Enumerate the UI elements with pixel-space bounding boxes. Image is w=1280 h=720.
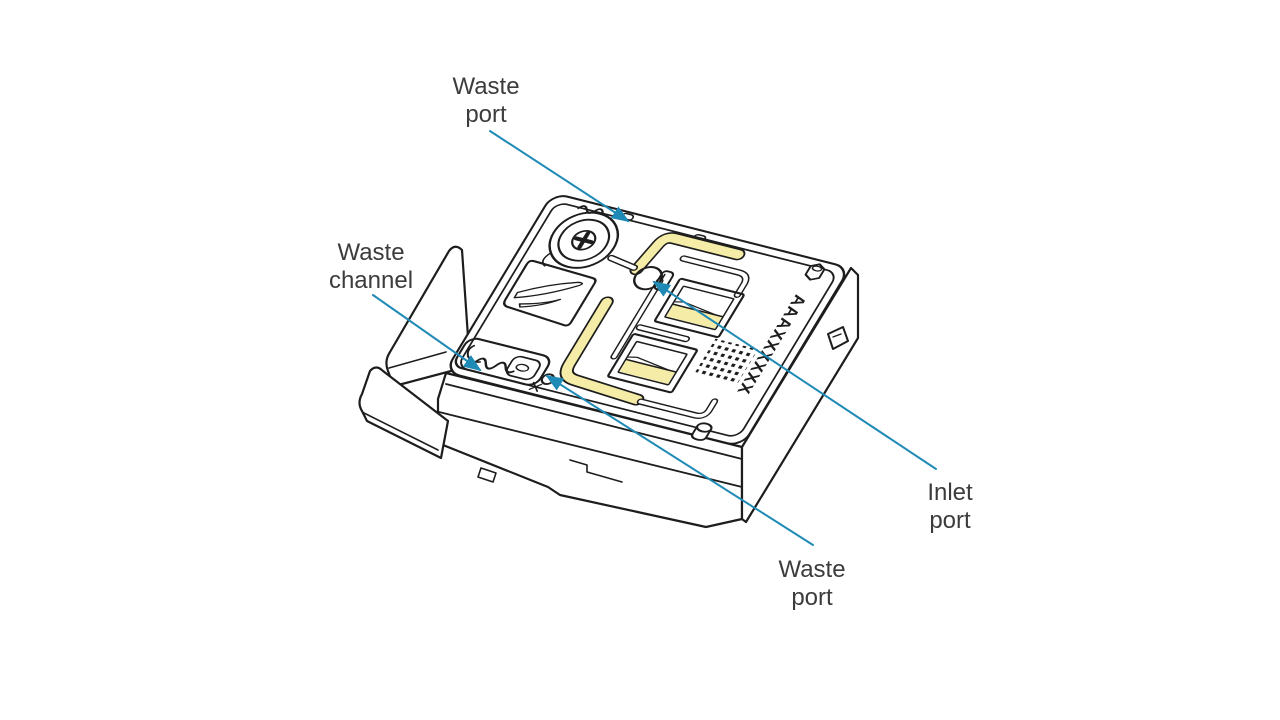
leader-waste-channel [372,294,482,372]
side-clip [827,326,849,350]
window-2 [607,333,698,394]
callout-line: channel [328,267,414,294]
window-1 [653,277,745,338]
hex-nut [804,263,826,281]
leader-waste-port-bottom [545,374,814,546]
leader-inlet-port [652,280,937,470]
datamatrix-code [693,338,759,386]
callout-inlet-port: Inlet port [860,479,1040,535]
callout-line: port [791,584,833,611]
asterisk-mark-icon [528,381,543,392]
callout-line: Waste [778,556,846,583]
callout-line: Waste [452,73,520,100]
callout-waste-channel: Waste channel [281,239,461,295]
callout-waste-port-top: Waste port [396,73,576,129]
label-tray [503,259,597,327]
base-tab [477,467,497,483]
leader-waste-port-top [489,130,630,223]
serpentine-channel [474,357,515,374]
callout-line: port [465,101,507,128]
callout-line: Inlet [927,479,973,506]
left-slab-lower [358,366,450,460]
callout-waste-port-bottom: Waste port [722,556,902,612]
callout-line: port [929,507,971,534]
screw-port [541,211,620,269]
screw-cross-icon [573,231,594,249]
face-rim [460,203,835,437]
waste-channel-upper [629,232,746,276]
waste-channel-lower [559,296,645,406]
right-wall [740,266,860,524]
callout-line: Waste [337,239,405,266]
leader-lines [372,130,937,546]
cylinder-peg [691,422,713,441]
etched-channels [607,254,750,419]
